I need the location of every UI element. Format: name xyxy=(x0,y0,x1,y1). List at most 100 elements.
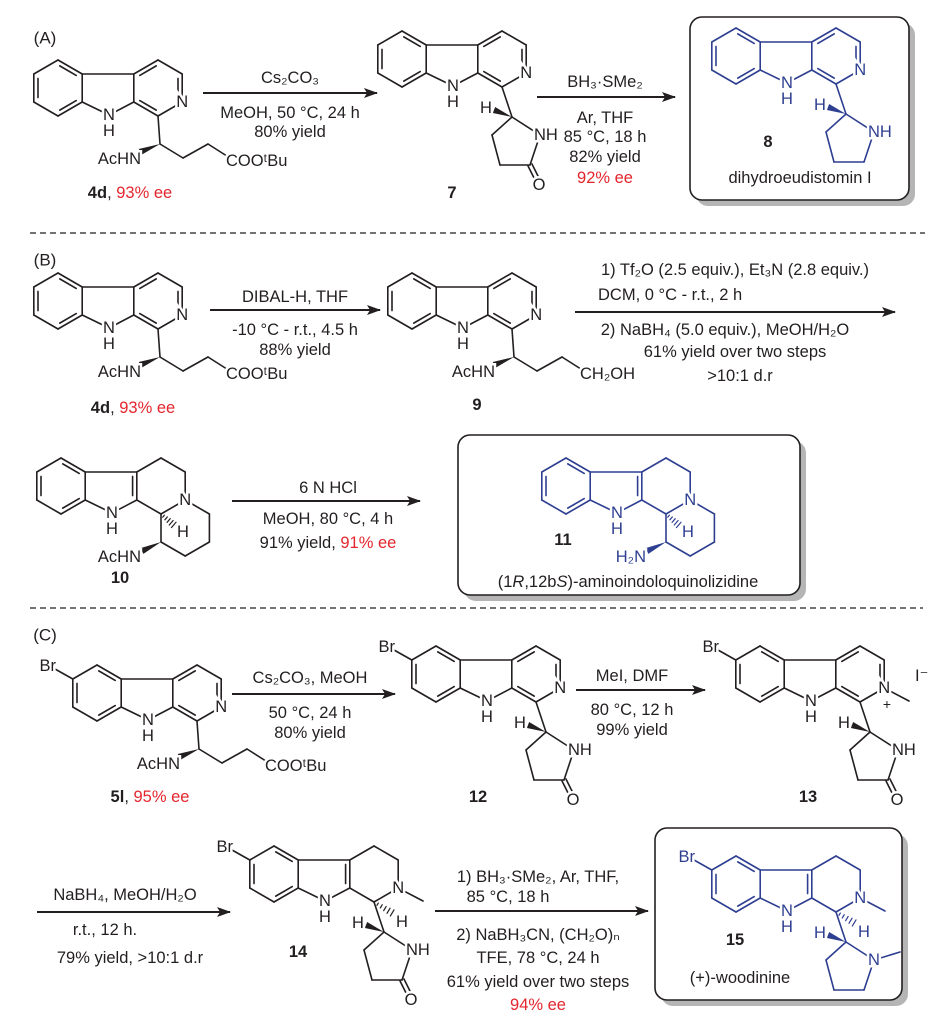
double-bond-line xyxy=(492,278,512,290)
double-bond-line xyxy=(402,36,422,48)
bond xyxy=(57,59,83,75)
bond xyxy=(221,748,248,764)
bond xyxy=(835,83,847,115)
bond xyxy=(452,72,479,87)
bond xyxy=(540,499,567,515)
wedge-bond xyxy=(492,357,514,368)
bromine-label: Br xyxy=(40,657,57,675)
bond xyxy=(462,314,489,329)
double-bond-line xyxy=(97,670,117,682)
bond xyxy=(859,897,886,912)
wedge-bond xyxy=(645,542,666,554)
hash-bond-line xyxy=(383,905,387,912)
bond xyxy=(665,499,692,515)
bond xyxy=(435,645,462,661)
name-part: (1 xyxy=(497,572,513,591)
bond xyxy=(60,457,86,473)
charge-plus-label: + xyxy=(883,696,891,712)
bond xyxy=(640,457,667,473)
bond xyxy=(198,748,223,764)
bond xyxy=(120,706,149,721)
conditions-A1-line: MeOH, 50 °C, 24 h xyxy=(220,103,360,122)
bond xyxy=(172,706,198,722)
bond xyxy=(246,748,270,764)
bond xyxy=(511,314,538,330)
bond xyxy=(57,314,83,330)
double-bond-line xyxy=(403,978,413,996)
indole-n-label: N xyxy=(106,504,118,522)
bond xyxy=(376,72,403,88)
bond xyxy=(786,69,813,84)
compound-label-11: 11 xyxy=(554,530,572,549)
bond xyxy=(133,272,159,288)
bond xyxy=(397,887,424,902)
bond xyxy=(363,931,385,951)
bond xyxy=(863,959,875,991)
bond xyxy=(108,314,135,329)
bond xyxy=(845,113,875,133)
bond xyxy=(273,845,300,861)
name-part-italic: S xyxy=(556,572,568,591)
double-bond-line xyxy=(516,651,536,663)
compound-label-7: 7 xyxy=(447,183,457,202)
bromine-label: Br xyxy=(379,638,396,656)
compound-label-15: 15 xyxy=(725,930,745,949)
conditions-C2-reagent: MeI, DMF xyxy=(595,666,669,685)
bond xyxy=(401,949,413,981)
acetamide-label: AcHN xyxy=(98,150,141,168)
bond xyxy=(735,897,762,913)
indole-n-label: N xyxy=(447,77,459,95)
bond xyxy=(863,131,875,163)
bond xyxy=(561,356,585,372)
bond xyxy=(72,706,98,722)
compound-label-4d-b: 4d, 93% ee xyxy=(91,400,175,417)
compound-label-13: 13 xyxy=(798,787,818,806)
bond xyxy=(108,101,135,116)
compound-name-15: (+)-woodinine xyxy=(689,968,791,987)
bond xyxy=(511,272,538,288)
compound-label-4d-a: 4d, 93% ee xyxy=(88,185,172,202)
conditions-B3-yield: 91% yield, 91% ee xyxy=(260,535,397,552)
hash-bond-line xyxy=(848,917,853,924)
wedge-bond xyxy=(492,107,512,117)
double-bond-line xyxy=(492,312,512,324)
hash-bond-line xyxy=(669,516,673,521)
bond xyxy=(810,855,837,871)
bond xyxy=(835,897,862,913)
bond xyxy=(297,887,326,902)
bond xyxy=(565,499,592,515)
double-bond-line xyxy=(885,780,895,798)
hash-bond-line xyxy=(838,912,841,916)
double-bond-line xyxy=(736,33,756,45)
bond xyxy=(759,897,788,912)
bond xyxy=(491,134,501,166)
indole-h-label: H xyxy=(611,520,623,538)
wedge-bond xyxy=(138,357,160,368)
conditions-C3-yield: 79% yield, >10:1 d.r xyxy=(56,948,204,967)
pyridine-n-label: N xyxy=(179,491,191,509)
separator: , xyxy=(124,787,134,806)
bond xyxy=(710,27,737,43)
double-bond-line xyxy=(816,67,836,79)
target-boxes xyxy=(457,16,915,1006)
double-bond-line xyxy=(399,980,409,998)
conditions-B2-step1: 1) Tf₂O (2.5 equiv.), Et₃N (2.8 equiv.) xyxy=(600,260,870,279)
bond xyxy=(511,328,515,358)
double-bond-line xyxy=(58,99,78,111)
bond xyxy=(231,849,251,861)
bond xyxy=(825,113,847,133)
hash-bond-line xyxy=(166,518,171,523)
pyridine-n-label: N xyxy=(684,491,696,509)
bond xyxy=(640,499,667,515)
stereo-h-label: H xyxy=(480,99,492,117)
bond xyxy=(511,116,541,136)
hash-bond-line xyxy=(379,904,383,909)
bond xyxy=(273,887,300,903)
